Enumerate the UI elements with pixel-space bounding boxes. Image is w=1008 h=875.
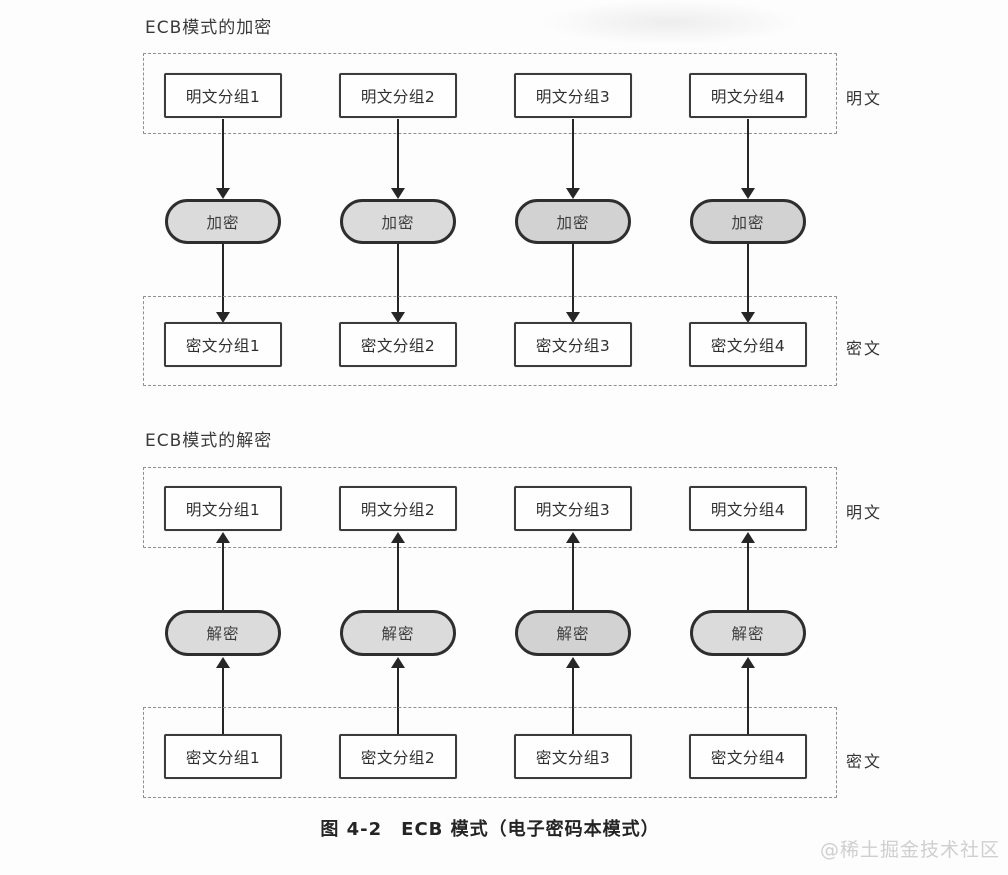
arrow-up-icon [741, 532, 755, 610]
arrow-down-icon [741, 119, 755, 199]
figure-caption: 图 4-2 ECB 模式（电子密码本模式） [320, 819, 660, 840]
encrypt-node-2: 加密 [340, 199, 456, 244]
arrow-up-icon [391, 532, 405, 610]
arrow-down-icon [566, 244, 580, 323]
dec-plaintext-block-2: 明文分组2 [339, 486, 457, 531]
dec-plaintext-group-frame [143, 467, 837, 548]
encryption-section-title: ECB模式的加密 [145, 18, 273, 38]
enc-plaintext-block-1: 明文分组1 [164, 73, 282, 118]
enc-plaintext-block-4: 明文分组4 [689, 73, 807, 118]
arrow-down-icon [566, 119, 580, 199]
dec-plaintext-side-label: 明文 [846, 503, 883, 522]
enc-plaintext-block-2: 明文分组2 [339, 73, 457, 118]
dec-ciphertext-block-2: 密文分组2 [339, 734, 457, 779]
scan-smudge [540, 0, 800, 45]
encrypt-node-1: 加密 [165, 199, 281, 244]
dec-plaintext-block-3: 明文分组3 [514, 486, 632, 531]
enc-plaintext-side-label: 明文 [846, 89, 883, 108]
arrow-up-icon [216, 657, 230, 735]
watermark: @稀土掘金技术社区 [819, 839, 1000, 861]
arrow-down-icon [391, 244, 405, 323]
decrypt-node-1: 解密 [165, 610, 281, 656]
dec-plaintext-block-1: 明文分组1 [164, 486, 282, 531]
enc-ciphertext-group-frame [143, 296, 837, 386]
enc-plaintext-block-3: 明文分组3 [514, 73, 632, 118]
decrypt-node-4: 解密 [690, 610, 806, 656]
dec-plaintext-block-4: 明文分组4 [689, 486, 807, 531]
enc-plaintext-group-frame [143, 53, 837, 134]
arrow-up-icon [391, 657, 405, 735]
dec-ciphertext-block-4: 密文分组4 [689, 734, 807, 779]
encrypt-node-4: 加密 [690, 199, 806, 244]
enc-ciphertext-block-3: 密文分组3 [514, 322, 632, 367]
enc-ciphertext-side-label: 密文 [846, 339, 883, 358]
arrow-down-icon [216, 119, 230, 199]
arrow-up-icon [566, 657, 580, 735]
enc-ciphertext-block-4: 密文分组4 [689, 322, 807, 367]
encrypt-node-3: 加密 [515, 199, 631, 244]
dec-ciphertext-side-label: 密文 [846, 752, 883, 771]
arrow-down-icon [391, 119, 405, 199]
arrow-up-icon [741, 657, 755, 735]
dec-ciphertext-group-frame [143, 707, 837, 798]
enc-ciphertext-block-2: 密文分组2 [339, 322, 457, 367]
dec-ciphertext-block-1: 密文分组1 [164, 734, 282, 779]
decrypt-node-2: 解密 [340, 610, 456, 656]
enc-ciphertext-block-1: 密文分组1 [164, 322, 282, 367]
decrypt-node-3: 解密 [515, 610, 631, 656]
decryption-section-title: ECB模式的解密 [145, 431, 273, 451]
arrow-up-icon [566, 532, 580, 610]
arrow-up-icon [216, 532, 230, 610]
arrow-down-icon [216, 244, 230, 323]
dec-ciphertext-block-3: 密文分组3 [514, 734, 632, 779]
arrow-down-icon [741, 244, 755, 323]
